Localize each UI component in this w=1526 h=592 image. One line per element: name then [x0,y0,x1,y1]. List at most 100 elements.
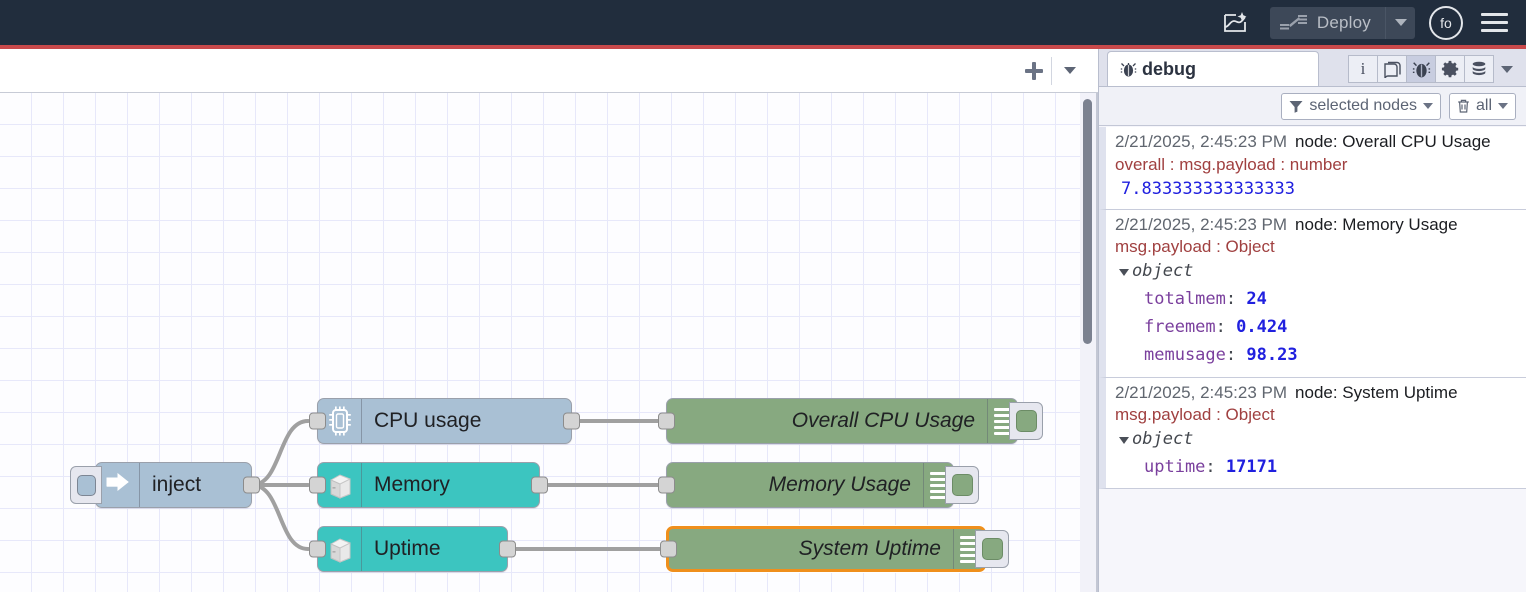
add-flow-button[interactable] [1018,56,1050,86]
property-value: 0.424 [1236,317,1288,338]
property-key: totalmem [1144,288,1226,309]
node-label: Uptime [374,537,441,560]
database-icon[interactable] [1464,55,1494,83]
deploy-icon [1279,14,1307,29]
debug-property: uptime: 17171 [1115,453,1520,481]
node-icon-cell [96,463,140,507]
debug-timestamp: 2/21/2025, 2:45:23 PM [1115,382,1288,402]
node-inject[interactable]: inject [70,462,260,508]
server-box-icon [330,474,350,499]
flow-list-button[interactable] [1054,56,1086,86]
user-avatar[interactable]: fo [1429,5,1463,40]
chevron-down-icon [1394,19,1407,26]
debug-message-header: 2/21/2025, 2:45:23 PM node: Memory Usage [1115,214,1520,237]
tabbar-divider [1051,57,1052,85]
debug-clear-button[interactable]: all [1448,92,1516,120]
info-icon[interactable]: i [1348,55,1378,83]
debug-message[interactable]: 2/21/2025, 2:45:23 PM node: System Uptime… [1099,377,1526,490]
debug-source-node[interactable]: node: Memory Usage [1295,214,1458,234]
debug-toggle-button[interactable] [945,466,979,504]
burger-line [1481,13,1508,16]
trash-icon [1458,99,1469,113]
debug-source-node[interactable]: node: System Uptime [1295,382,1458,402]
debug-source-node[interactable]: node: Overall CPU Usage [1295,132,1491,151]
debug-property: totalmem: 24 [1115,285,1520,313]
debug-topic: overall : msg.payload : number [1115,154,1348,174]
property-value: 17171 [1225,456,1278,477]
debug-lines-icon [923,463,953,507]
chevron-down-icon [1064,67,1076,74]
triangle-down-icon [1119,436,1129,444]
debug-topic: msg.payload : Object [1115,237,1275,257]
debug-timestamp: 2/21/2025, 2:45:23 PM [1115,214,1288,234]
node-input-port[interactable] [309,476,326,494]
debug-filter-row: selected nodes all [1099,87,1526,126]
header-accent-bar [0,45,1526,49]
node-output-port[interactable] [563,412,580,430]
node-label: Memory [374,473,450,496]
chevron-down-icon [1422,103,1433,109]
book-icon[interactable] [1377,55,1407,83]
workspace-right-edge [1096,93,1098,592]
filter-icon [1289,100,1303,113]
property-value: 98.23 [1246,345,1298,366]
canvas-vertical-scrollbar[interactable] [1080,93,1096,592]
debug-toggle-button[interactable] [975,530,1009,568]
node-input-port[interactable] [660,540,677,558]
flow-canvas[interactable]: inject [0,93,1098,592]
deploy-dropdown-caret[interactable] [1385,6,1415,39]
inject-trigger-button[interactable] [70,466,102,504]
node-system-uptime[interactable]: System Uptime [660,526,1009,572]
sidebar-tool-buttons: i [1348,55,1526,86]
hamburger-menu-icon[interactable] [1481,13,1508,32]
node-output-port[interactable] [531,476,548,494]
node-input-port[interactable] [309,540,326,558]
deploy-button[interactable]: Deploy [1269,6,1415,39]
debug-object-label: object [1132,261,1194,282]
node-label: Memory Usage [768,473,911,496]
debug-filter-button[interactable]: selected nodes [1281,92,1441,120]
sidebar-tabbar: debug i [1099,49,1526,87]
node-memory-usage[interactable]: Memory Usage [658,462,979,508]
property-colon: : [1225,288,1247,309]
canvas-scrollbar-thumb[interactable] [1083,99,1092,344]
node-input-port[interactable] [309,412,326,430]
debug-message-list[interactable]: 2/21/2025, 2:45:23 PM node: Overall CPU U… [1099,127,1526,592]
debug-object-expander[interactable]: object [1115,427,1520,453]
node-overall-cpu-usage[interactable]: Overall CPU Usage [658,398,1043,444]
debug-button-face [1015,410,1037,432]
node-output-port[interactable] [499,540,516,558]
deploy-button-main[interactable]: Deploy [1270,7,1385,39]
flow-image-icon[interactable] [1214,6,1256,40]
plus-icon [1025,61,1043,80]
node-uptime[interactable]: Uptime [309,526,516,572]
debug-message-header: 2/21/2025, 2:45:23 PM node: System Uptime [1115,382,1520,405]
sidebar-tools-overflow-caret[interactable] [1494,55,1520,83]
debug-toggle-button[interactable] [1009,402,1043,440]
chevron-down-icon [1498,103,1508,109]
bug-icon [1120,62,1137,76]
tab-debug[interactable]: debug [1107,51,1319,86]
property-colon: : [1215,317,1237,338]
node-icon-cell [318,463,362,507]
debug-object-expander[interactable]: object [1115,259,1520,285]
bug-icon[interactable] [1406,55,1436,83]
node-label: inject [152,473,202,496]
debug-lines-icon [987,399,1017,443]
node-memory[interactable]: Memory [309,462,548,508]
debug-sidebar: debug i [1098,49,1526,592]
flow-wires [250,418,668,551]
node-input-port[interactable] [658,412,675,430]
node-input-port[interactable] [658,476,675,494]
node-icon-cell [318,527,362,571]
node-cpu-usage[interactable]: CPU usage [309,398,580,444]
debug-property: freemem: 0.424 [1115,313,1520,341]
workspace: inject [0,49,1098,592]
gear-icon[interactable] [1435,55,1465,83]
property-colon: : [1205,456,1226,477]
node-output-port[interactable] [243,476,260,494]
node-label: System Uptime [798,537,941,560]
